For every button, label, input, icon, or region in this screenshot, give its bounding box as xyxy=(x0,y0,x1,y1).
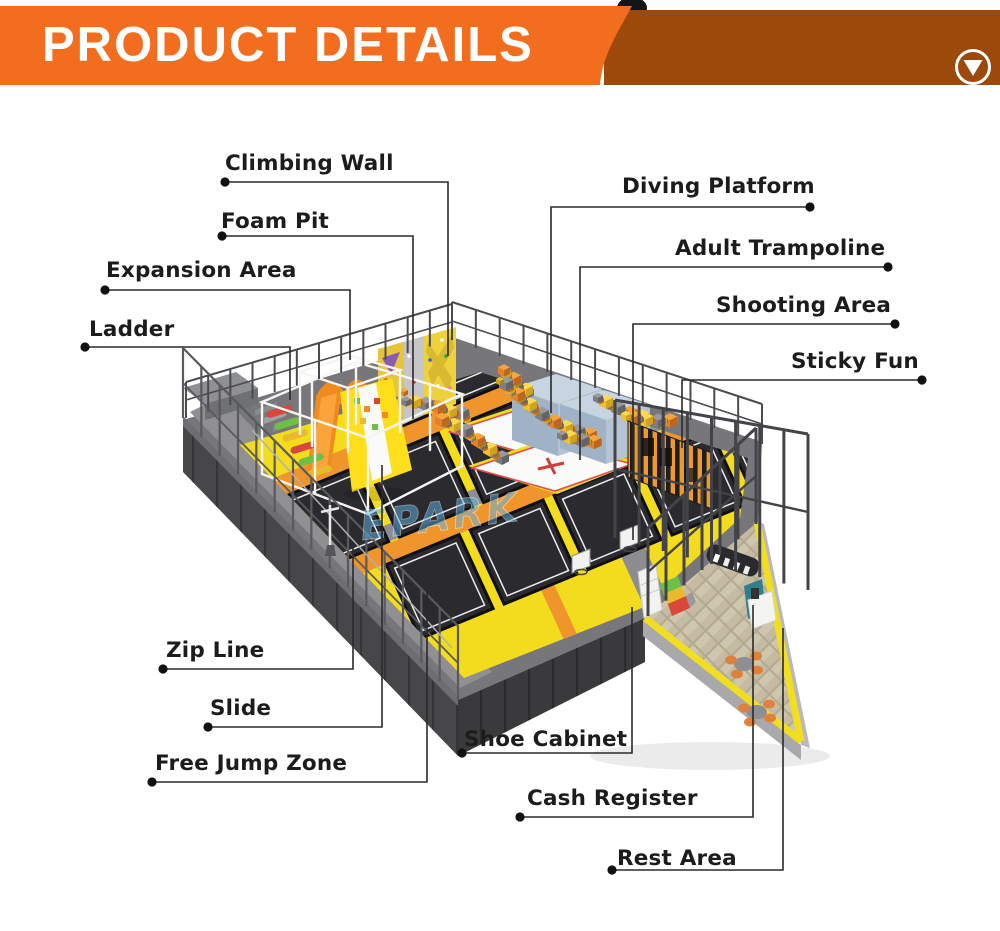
label-rest-area: Rest Area xyxy=(617,846,737,871)
leader-lines xyxy=(85,181,922,871)
rest-area-tables xyxy=(725,651,776,727)
label-cash-register: Cash Register xyxy=(527,786,698,811)
label-diving-platform: Diving Platform xyxy=(622,174,815,199)
label-climbing-wall: Climbing Wall xyxy=(225,151,394,176)
cash-register-desk xyxy=(744,579,777,630)
roller-steps xyxy=(266,405,332,478)
page-title: PRODUCT DETAILS xyxy=(42,18,534,72)
safety-fences xyxy=(181,301,810,700)
zip-line xyxy=(251,429,453,649)
scroll-down-circle-icon[interactable] xyxy=(955,49,991,85)
label-shoe-cabinet: Shoe Cabinet xyxy=(464,727,628,752)
label-expansion-area: Expansion Area xyxy=(106,258,297,283)
shoe-cabinet-shelf xyxy=(637,563,663,619)
label-sticky-fun: Sticky Fun xyxy=(791,349,919,374)
label-shooting-area: Shooting Area xyxy=(716,293,892,318)
header-brown-bar xyxy=(604,10,1000,85)
label-slide: Slide xyxy=(210,696,272,721)
base-walls xyxy=(183,416,645,756)
header-orange-ribbon xyxy=(0,6,632,85)
trampoline-park-illustration: EPARK xyxy=(181,301,830,770)
rest-area-triangle xyxy=(590,521,830,770)
leader-dots xyxy=(80,177,927,875)
header-banner xyxy=(0,0,1000,85)
label-foam-pit: Foam Pit xyxy=(221,209,329,234)
label-free-jump-zone: Free Jump Zone xyxy=(155,751,348,776)
label-ladder: Ladder xyxy=(89,317,175,342)
label-adult-trampoline: Adult Trampoline xyxy=(675,236,886,261)
label-zip-line: Zip Line xyxy=(166,638,265,663)
